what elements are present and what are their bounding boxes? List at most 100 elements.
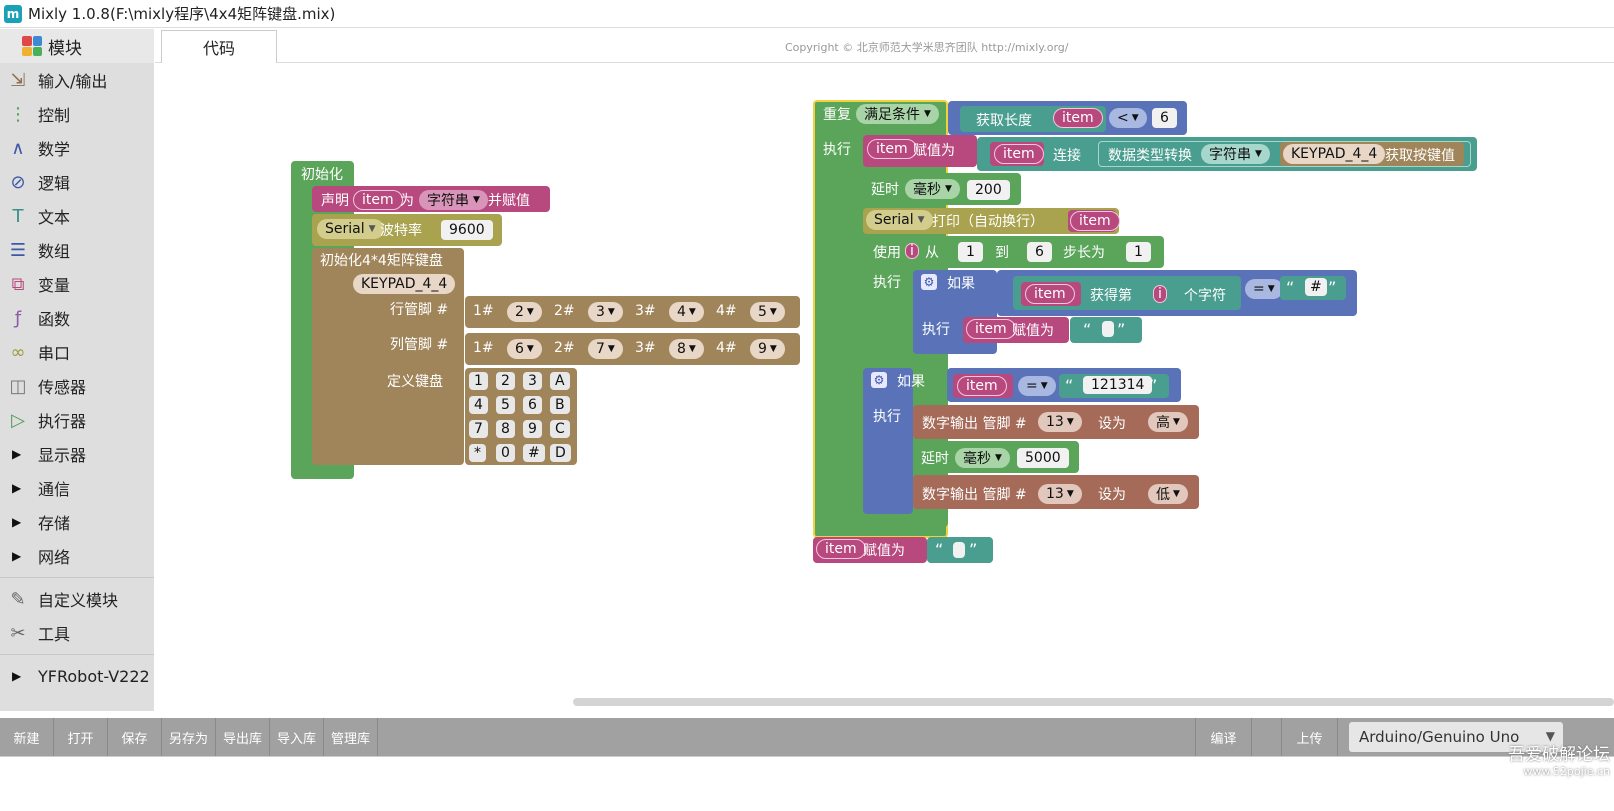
sidebar-item-logic[interactable]: ⊘逻辑 (0, 165, 154, 199)
sidebar-item-sensor[interactable]: ◫传感器 (0, 369, 154, 403)
loop-variable-i[interactable]: i (905, 243, 919, 259)
key-field[interactable]: 6 (523, 396, 542, 414)
sidebar-item-io[interactable]: ⇲输入/输出 (0, 63, 154, 97)
tab-code[interactable]: 代码 (161, 30, 277, 63)
pin-dropdown[interactable]: 5▼ (750, 302, 785, 322)
operator-dropdown[interactable]: <▼ (1109, 108, 1147, 128)
sidebar-item-collapsed[interactable]: ▶显示器 (0, 437, 154, 471)
sidebar-item-serial[interactable]: ∞串口 (0, 335, 154, 369)
if-block-outer[interactable] (863, 368, 913, 514)
toolbar-button[interactable]: 导出库 (216, 718, 270, 756)
variable-item[interactable]: item (1070, 211, 1120, 231)
sidebar-item-actuator[interactable]: ▷执行器 (0, 403, 154, 437)
empty-string-field[interactable] (953, 542, 965, 558)
repeat-mode-dropdown[interactable]: 满足条件▼ (856, 104, 939, 124)
loop-variable-i[interactable]: i (1153, 285, 1167, 303)
upload-button[interactable]: 上传 (1282, 718, 1338, 756)
key-field[interactable]: D (550, 444, 571, 462)
horizontal-scrollbar[interactable] (573, 698, 1614, 706)
key-field[interactable]: 1 (469, 372, 488, 390)
keypad-name-field[interactable]: KEYPAD_4_4 (353, 274, 456, 294)
variable-item[interactable]: item (1053, 108, 1103, 128)
key-field[interactable]: B (550, 396, 570, 414)
gear-icon[interactable]: ⚙ (921, 274, 937, 290)
string-value-field[interactable]: # (1305, 278, 1327, 296)
key-field[interactable]: C (550, 420, 570, 438)
pin-dropdown[interactable]: 2▼ (507, 302, 542, 322)
sidebar-item-collapsed[interactable]: ▶通信 (0, 471, 154, 505)
toolbar-button[interactable]: 管理库 (324, 718, 378, 756)
key-field[interactable]: 8 (496, 420, 515, 438)
convert-type-dropdown[interactable]: 字符串▼ (1201, 144, 1270, 164)
delay-value-field[interactable]: 5000 (1017, 448, 1069, 468)
compile-button[interactable]: 编译 (1196, 718, 1252, 756)
step-value-field[interactable]: 1 (1126, 242, 1151, 262)
variable-item[interactable]: item (816, 539, 866, 559)
pin-dropdown[interactable]: 4▼ (669, 302, 704, 322)
sidebar-item-math[interactable]: ∧数学 (0, 131, 154, 165)
keypad-name-field[interactable]: KEYPAD_4_4 (1283, 144, 1386, 164)
key-field[interactable]: A (550, 372, 570, 390)
sidebar-item-variable[interactable]: ⧉变量 (0, 267, 154, 301)
sidebar-item-board[interactable]: ▶ YFRobot-V222 (0, 659, 154, 693)
toolbar-button[interactable]: 新建 (0, 718, 54, 756)
variable-item[interactable]: item (994, 144, 1044, 164)
time-unit-dropdown[interactable]: 毫秒▼ (905, 179, 960, 199)
variable-item[interactable]: item (867, 139, 917, 159)
to-value-field[interactable]: 6 (1027, 242, 1052, 262)
sidebar-item-array[interactable]: ☰数组 (0, 233, 154, 267)
variable-item[interactable]: item (1025, 284, 1075, 304)
sidebar-item-control[interactable]: ⋮控制 (0, 97, 154, 131)
key-field[interactable]: 2 (496, 372, 515, 390)
blockly-workspace[interactable]: 初始化 声明 item 为 字符串▼ 并赋值 Serial▼ 波特率 9600 … (155, 64, 1614, 710)
sidebar-item-collapsed[interactable]: ▶存储 (0, 505, 154, 539)
serial-port-dropdown[interactable]: Serial▼ (317, 219, 384, 239)
from-value-field[interactable]: 1 (958, 242, 983, 262)
level-dropdown[interactable]: 高▼ (1148, 412, 1188, 432)
time-unit-dropdown[interactable]: 毫秒▼ (955, 448, 1010, 468)
puzzle-icon (22, 36, 42, 56)
key-field[interactable]: 4 (469, 396, 488, 414)
pin-dropdown[interactable]: 8▼ (669, 339, 704, 359)
pin-dropdown[interactable]: 3▼ (588, 302, 623, 322)
pin-dropdown[interactable]: 9▼ (750, 339, 785, 359)
toolbar-button[interactable]: 另存为 (162, 718, 216, 756)
sidebar-item-collapsed[interactable]: ▶网络 (0, 539, 154, 573)
key-field[interactable]: 5 (496, 396, 515, 414)
level-dropdown[interactable]: 低▼ (1148, 484, 1188, 504)
sidebar-item-pen[interactable]: ✎自定义模块 (0, 582, 154, 616)
baud-rate-field[interactable]: 9600 (441, 220, 493, 240)
variable-item[interactable]: item (957, 376, 1007, 396)
delay-value-field[interactable]: 200 (967, 180, 1010, 200)
variable-item[interactable]: item (966, 319, 1016, 339)
sidebar-header[interactable]: 模块 (0, 29, 154, 63)
key-field[interactable]: * (469, 444, 486, 462)
pin-dropdown[interactable]: 13▼ (1038, 484, 1082, 504)
key-field[interactable]: 9 (523, 420, 542, 438)
empty-string-field[interactable] (1102, 321, 1114, 337)
board-select[interactable]: Arduino/Genuino Uno ▼ (1349, 722, 1563, 752)
key-field[interactable]: 0 (496, 444, 515, 462)
gear-icon[interactable]: ⚙ (871, 372, 887, 388)
number-field[interactable]: 6 (1152, 108, 1177, 128)
variable-name-field[interactable]: item (353, 190, 403, 210)
operator-dropdown[interactable]: =▼ (1245, 279, 1283, 299)
sidebar-item-label: 输入/输出 (38, 72, 108, 91)
toolbar-button[interactable]: 保存 (108, 718, 162, 756)
key-field[interactable]: # (523, 444, 545, 462)
pin-dropdown[interactable]: 6▼ (507, 339, 542, 359)
key-field[interactable]: 7 (469, 420, 488, 438)
toolbar-button[interactable]: 导入库 (270, 718, 324, 756)
pin-dropdown[interactable]: 13▼ (1038, 412, 1082, 432)
serial-port-dropdown[interactable]: Serial▼ (866, 210, 933, 230)
type-dropdown[interactable]: 字符串▼ (419, 190, 488, 210)
key-field[interactable]: 3 (523, 372, 542, 390)
sidebar-item-tools[interactable]: ✂工具 (0, 616, 154, 650)
output-console[interactable] (0, 756, 1614, 811)
toolbar-button[interactable]: 打开 (54, 718, 108, 756)
pin-dropdown[interactable]: 7▼ (588, 339, 623, 359)
string-value-field[interactable]: 121314 (1083, 376, 1153, 394)
operator-dropdown[interactable]: =▼ (1018, 376, 1056, 396)
